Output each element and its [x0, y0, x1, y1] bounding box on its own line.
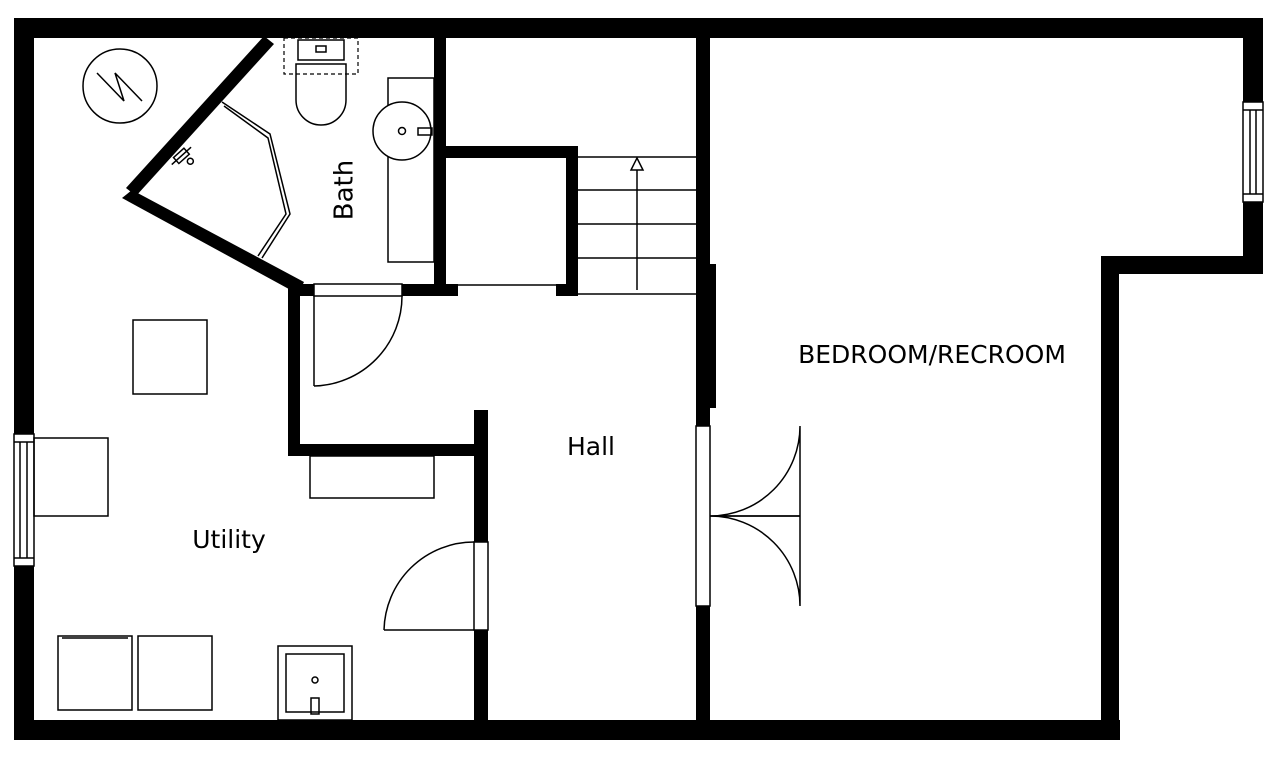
room-label-hall: Hall: [567, 432, 615, 461]
shower-head-icon: [171, 146, 195, 166]
doors: [313, 283, 801, 631]
bedroom-window: [1242, 101, 1264, 203]
bathtub: [387, 77, 435, 263]
utility-fixtures: [33, 48, 435, 721]
bath-diagonal-wall-lower: [122, 190, 304, 294]
stairs: [578, 156, 696, 295]
utility-door: [383, 541, 489, 631]
toilet: [283, 37, 359, 126]
bath-fixtures: [171, 37, 435, 263]
washer: [57, 635, 133, 711]
hall-bedroom-wall-thick: [708, 264, 716, 408]
hall-left-wall-lower: [474, 630, 488, 730]
closet-top-wall: [446, 146, 578, 158]
bath-sink: [372, 101, 433, 161]
windows: [13, 101, 1264, 567]
arrow-up-icon: [629, 156, 645, 290]
corner-shower: [221, 101, 291, 259]
hall-bedroom-wall-upper: [696, 18, 710, 426]
hall-bedroom-wall-lower: [696, 606, 710, 730]
utility-window: [13, 433, 35, 567]
wall-right-lower: [1101, 256, 1119, 740]
bedroom-double-door: [695, 425, 801, 607]
bath-right-wall: [434, 38, 446, 296]
closet-right-wall: [566, 146, 578, 296]
closet-bottom-stub: [556, 284, 578, 296]
utility-counter: [33, 437, 109, 517]
lightning-circle-icon: [82, 48, 158, 124]
storage-box: [132, 319, 208, 395]
bath-diagonal-wall-upper: [126, 36, 274, 196]
shelf-unit: [309, 455, 435, 499]
bath-door: [313, 283, 403, 387]
bath-bottom-wall-right: [402, 284, 458, 296]
hall-left-wall-upper: [474, 410, 488, 542]
room-label-bath: Bath: [330, 160, 360, 220]
room-label-bedroom: BEDROOM/RECROOM: [798, 340, 1066, 369]
dryer: [137, 635, 213, 711]
wall-left: [14, 18, 34, 740]
wall-bottom: [14, 720, 1120, 740]
utility-inner-wall-vertical: [288, 284, 300, 456]
interior-walls: [122, 18, 716, 730]
utility-sink: [277, 645, 353, 721]
room-label-utility: Utility: [192, 525, 266, 554]
utility-inner-wall-horizontal: [288, 444, 486, 456]
wall-top: [14, 18, 1263, 38]
wall-step: [1101, 256, 1263, 274]
outer-walls: [14, 18, 1263, 740]
